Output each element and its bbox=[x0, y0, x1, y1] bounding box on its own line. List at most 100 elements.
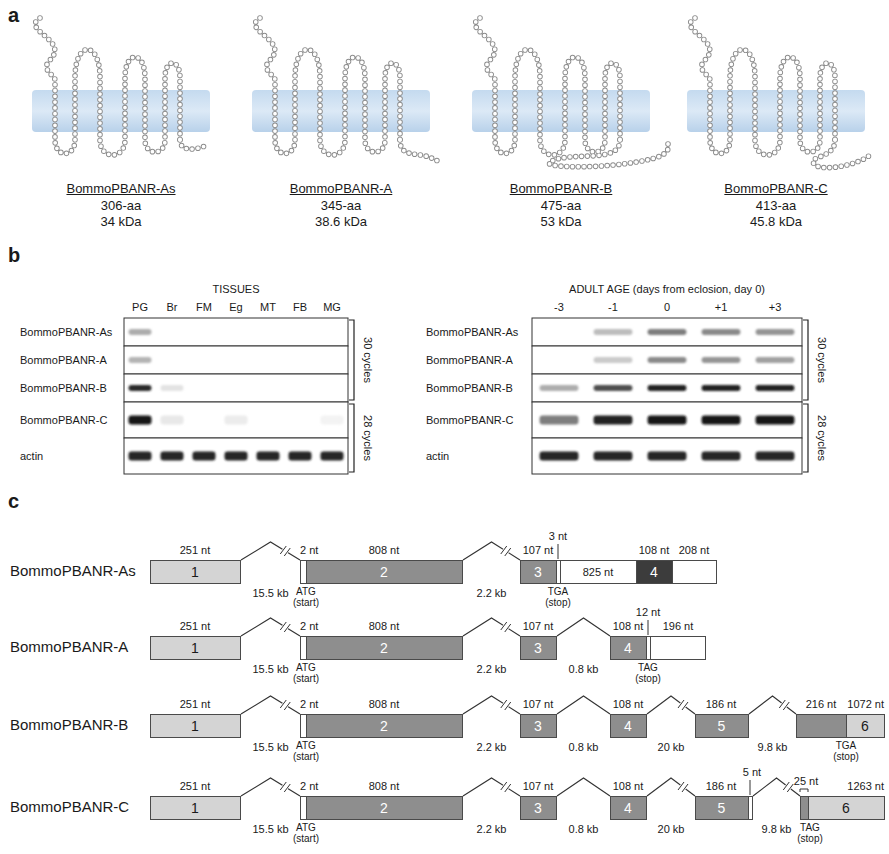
figure-label: 413-aa bbox=[756, 199, 796, 213]
figure-label: +3 bbox=[769, 301, 782, 313]
intron-connector bbox=[241, 618, 300, 636]
intron-connector bbox=[463, 618, 520, 636]
figure-part bbox=[400, 140, 442, 162]
figure-label: TAG (stop) bbox=[631, 662, 665, 684]
figure-label: BommoPBANR-B bbox=[10, 717, 128, 734]
exon-box: 3 bbox=[520, 714, 557, 738]
gel-band bbox=[702, 357, 741, 363]
gel-band bbox=[320, 416, 343, 425]
membrane-band bbox=[472, 90, 650, 132]
break-mark bbox=[501, 700, 511, 710]
exon-box: 4 bbox=[610, 796, 647, 820]
intron-connector bbox=[647, 778, 695, 796]
figure-part bbox=[549, 140, 668, 167]
figure-part bbox=[255, 18, 400, 155]
figure-label: 107 nt bbox=[523, 544, 554, 556]
membrane-band bbox=[32, 90, 210, 132]
figure-label: 108 nt bbox=[613, 780, 644, 792]
exon-box: 2 bbox=[300, 796, 463, 820]
gel-band bbox=[702, 452, 741, 461]
figure-label: 5 nt bbox=[743, 766, 761, 778]
break-mark bbox=[501, 782, 511, 792]
exon-segment bbox=[748, 796, 753, 820]
gel-band bbox=[160, 416, 183, 425]
gel-band bbox=[594, 357, 633, 363]
gel-band bbox=[648, 452, 687, 461]
gel-band bbox=[192, 452, 215, 461]
break-mark bbox=[280, 700, 290, 710]
figure-label: 196 nt bbox=[663, 620, 694, 632]
gel-frame bbox=[124, 402, 348, 438]
figure-label: Br bbox=[167, 301, 178, 313]
figure-part bbox=[400, 140, 442, 162]
figure-label: 25 nt bbox=[794, 775, 818, 787]
intron-connector bbox=[463, 778, 520, 796]
figure-label: 186 nt bbox=[706, 780, 737, 792]
break-mark bbox=[280, 546, 290, 556]
panel-letter: b bbox=[8, 244, 20, 266]
gel-band bbox=[648, 329, 687, 335]
intron-size: 0.8 kb bbox=[569, 663, 599, 675]
receptor-figure bbox=[252, 18, 442, 162]
exon-box: 1 bbox=[150, 560, 241, 584]
figure-label: 208 nt bbox=[679, 544, 710, 556]
gel-frame bbox=[532, 374, 802, 402]
exon-number: 2 bbox=[306, 714, 462, 738]
gel-band bbox=[648, 385, 687, 391]
figure-part bbox=[475, 18, 620, 155]
figure-label: 2 nt bbox=[300, 620, 318, 632]
exon-segment bbox=[672, 560, 717, 584]
gel-band bbox=[540, 416, 579, 425]
intron-size: 15.5 kb bbox=[252, 741, 288, 753]
figure-part bbox=[255, 18, 400, 155]
exon-box: 6 bbox=[800, 796, 885, 820]
gel-band bbox=[128, 452, 151, 461]
gel-frame bbox=[124, 374, 348, 402]
figure-part bbox=[690, 18, 835, 155]
exon-number: 4 bbox=[610, 796, 646, 820]
figure-label: 108 nt bbox=[613, 698, 644, 710]
figure-label: 2 nt bbox=[300, 780, 318, 792]
gel-band bbox=[128, 416, 151, 425]
exon-box: 4 bbox=[636, 560, 717, 584]
exon-box: 2 bbox=[300, 636, 463, 660]
figure-label: 808 nt bbox=[369, 698, 400, 710]
gel-frame bbox=[124, 346, 348, 374]
gel-frame bbox=[532, 318, 802, 346]
figure-label: BommoPBANR-A bbox=[290, 182, 393, 196]
figure-label: 825 nt bbox=[583, 566, 614, 578]
gel-band bbox=[594, 452, 633, 461]
gel-band bbox=[256, 452, 279, 461]
figure-label: BommoPBANR-As bbox=[10, 563, 136, 580]
gel-band bbox=[128, 357, 151, 363]
figure-label: 34 kDa bbox=[100, 215, 141, 229]
membrane-band bbox=[687, 90, 865, 132]
receptor-figure bbox=[472, 18, 668, 167]
figure-label: TAG (stop) bbox=[793, 822, 827, 844]
gel-band bbox=[128, 385, 151, 391]
gel-band bbox=[224, 452, 247, 461]
figure-label: 251 nt bbox=[180, 620, 211, 632]
intron-connector bbox=[463, 542, 520, 560]
figure-label: 345-aa bbox=[321, 199, 361, 213]
gel-band bbox=[756, 452, 795, 461]
gel-band bbox=[540, 385, 579, 391]
figure-label: 45.8 kDa bbox=[750, 215, 802, 229]
figure-label: BommoPBANR-C bbox=[426, 414, 513, 426]
figure-label: 12 nt bbox=[636, 606, 660, 618]
figure-label: ATG (start) bbox=[289, 586, 323, 608]
figure-label: 107 nt bbox=[523, 698, 554, 710]
figure-label: 251 nt bbox=[180, 780, 211, 792]
figure-label: ATG (start) bbox=[289, 740, 323, 762]
figure-label: 808 nt bbox=[369, 780, 400, 792]
figure-part bbox=[549, 140, 668, 167]
figure-part bbox=[180, 140, 205, 149]
figure-label: ATG (start) bbox=[289, 822, 323, 844]
figure-label: 1263 nt bbox=[847, 780, 884, 792]
exon-number: 2 bbox=[306, 636, 462, 660]
leader-line bbox=[558, 544, 808, 795]
figure-label: 28 cycles bbox=[816, 415, 828, 461]
intron-size: 20 kb bbox=[658, 741, 685, 753]
figure-label: 30 cycles bbox=[362, 337, 374, 383]
